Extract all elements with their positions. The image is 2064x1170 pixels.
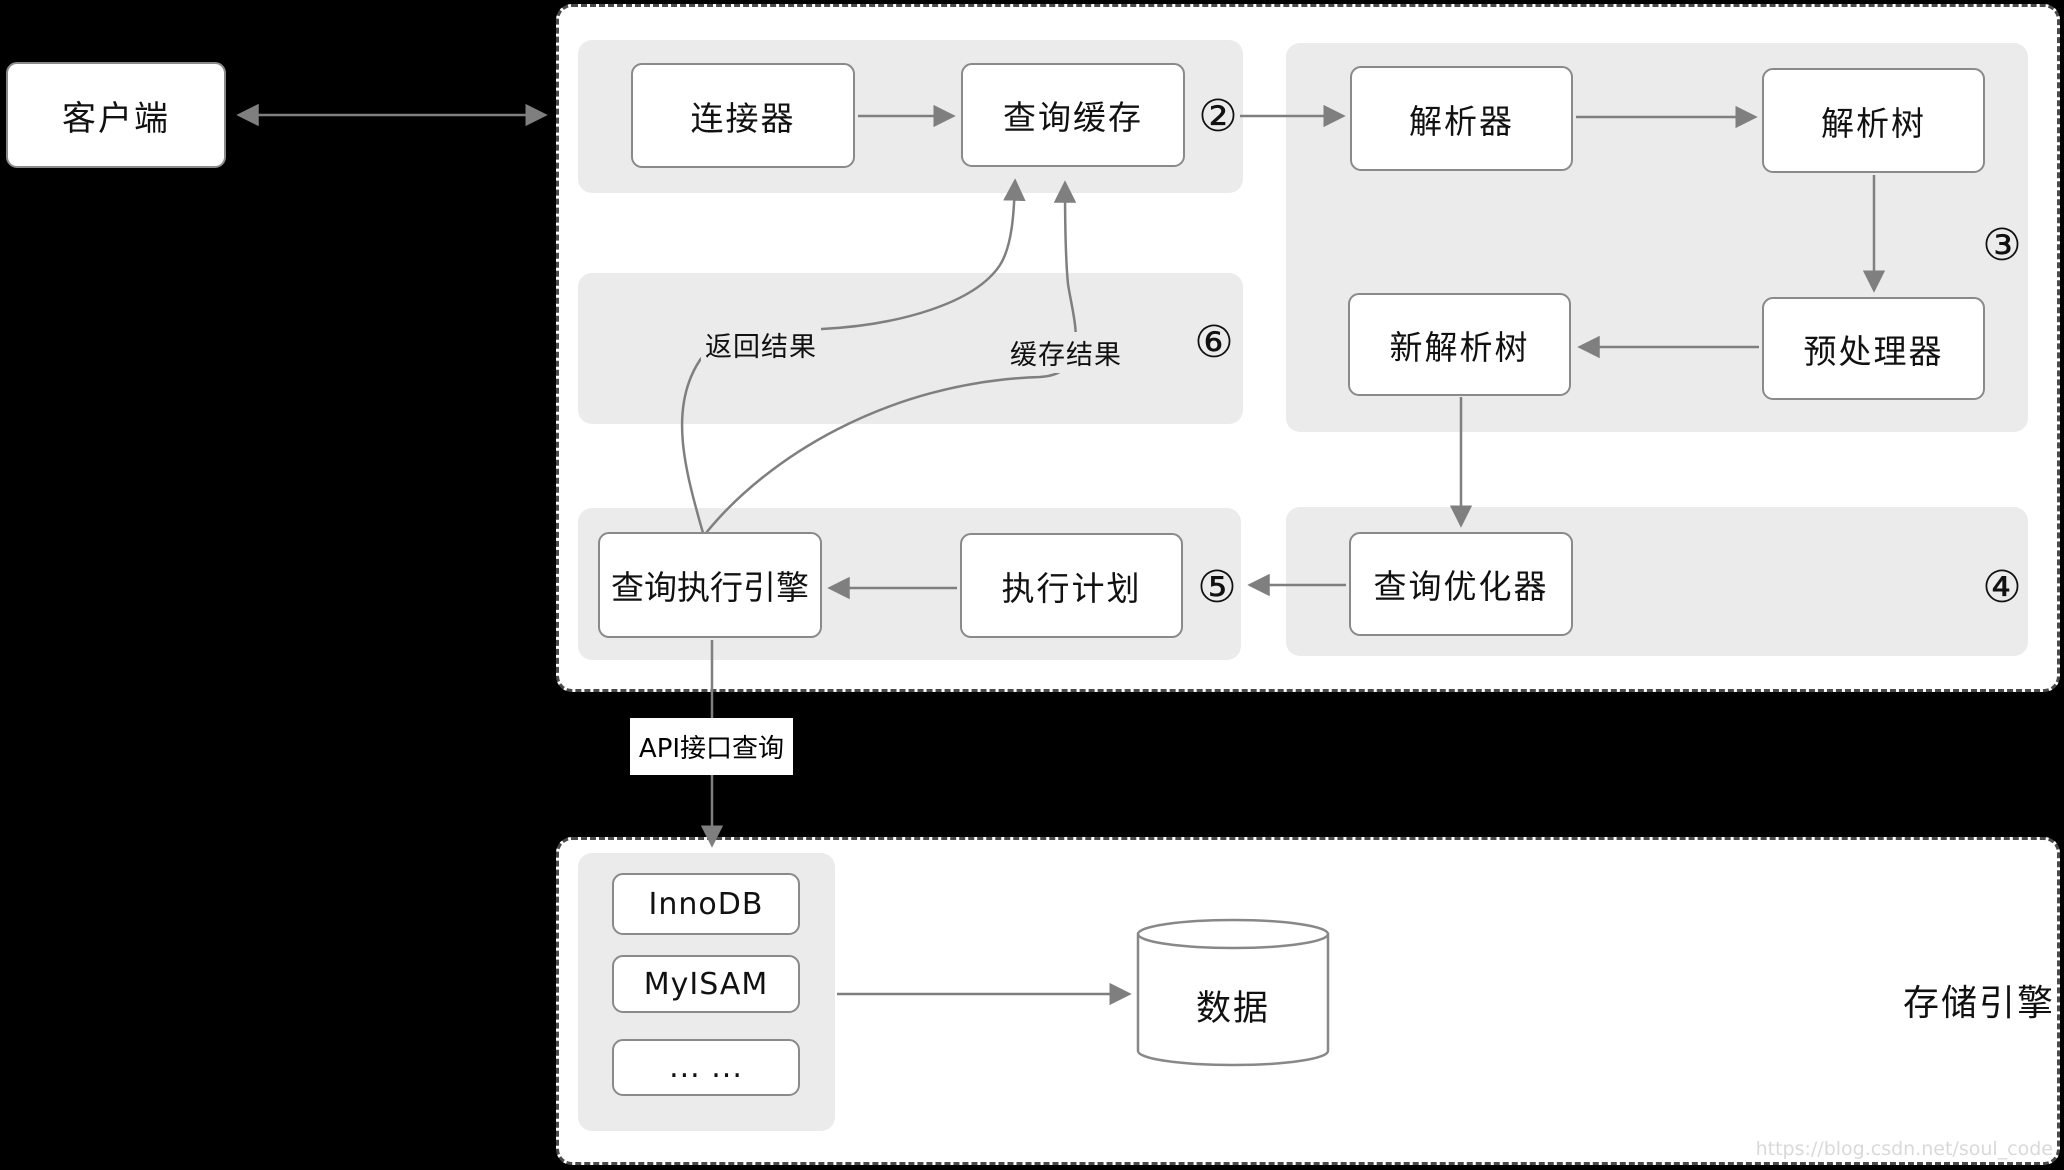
step-6: ⑥	[1194, 316, 1234, 368]
storage-engine-title: 存储引擎	[1902, 983, 2055, 1024]
myisam-node: MyISAM	[612, 955, 800, 1013]
preprocessor-label: 预处理器	[1803, 331, 1944, 371]
execution-plan-node: 执行计划	[960, 533, 1183, 638]
query-optimizer-label: 查询优化器	[1373, 567, 1549, 606]
parse-tree-node: 解析树	[1762, 68, 1985, 173]
other-engines-node: ... ...	[612, 1039, 800, 1096]
step-badge-6: ⑥	[1182, 310, 1246, 374]
data-store-label: 数据	[1195, 989, 1270, 1029]
step-badge-4: ④	[1970, 555, 2034, 619]
step-badge-5: ⑤	[1185, 555, 1249, 619]
return-result-label: 返回结果	[701, 324, 821, 365]
query-cache-label: 查询缓存	[1003, 98, 1143, 137]
watermark-url: https://blog.csdn.net/soul_code	[1755, 1138, 2053, 1160]
cache-result-label: 缓存结果	[1006, 332, 1126, 373]
query-optimizer-node: 查询优化器	[1349, 532, 1573, 636]
other-engines-label: ... ...	[669, 1050, 743, 1085]
step-2: ②	[1198, 90, 1238, 142]
client-node: 客户端	[6, 62, 226, 168]
innodb-label: InnoDB	[648, 886, 764, 922]
connector-node: 连接器	[631, 63, 855, 168]
myisam-label: MyISAM	[643, 966, 769, 1002]
client-label: 客户端	[62, 98, 170, 139]
connector-label: 连接器	[690, 98, 796, 138]
database-cylinder-icon	[1136, 918, 1330, 1067]
innodb-node: InnoDB	[612, 873, 800, 935]
step-5: ⑤	[1197, 561, 1237, 613]
execution-plan-label: 执行计划	[1001, 568, 1142, 608]
step-3: ③	[1982, 219, 2022, 271]
new-parse-tree-label: 新解析树	[1389, 327, 1530, 367]
parse-tree-label: 解析树	[1821, 103, 1926, 143]
preprocessor-node: 预处理器	[1762, 297, 1985, 400]
step-4: ④	[1982, 561, 2022, 613]
curve-return-result	[680, 178, 1026, 534]
step-badge-3: ③	[1970, 213, 2034, 277]
new-parse-tree-node: 新解析树	[1348, 293, 1571, 396]
api-query-label: API接口查询	[630, 718, 793, 775]
query-execution-engine-label: 查询执行引擎	[611, 568, 809, 607]
parser-label: 解析器	[1409, 101, 1514, 141]
parser-node: 解析器	[1350, 66, 1573, 171]
query-execution-engine-node: 查询执行引擎	[598, 532, 822, 638]
step-badge-2: ②	[1186, 84, 1250, 148]
query-cache-node: 查询缓存	[961, 63, 1185, 167]
